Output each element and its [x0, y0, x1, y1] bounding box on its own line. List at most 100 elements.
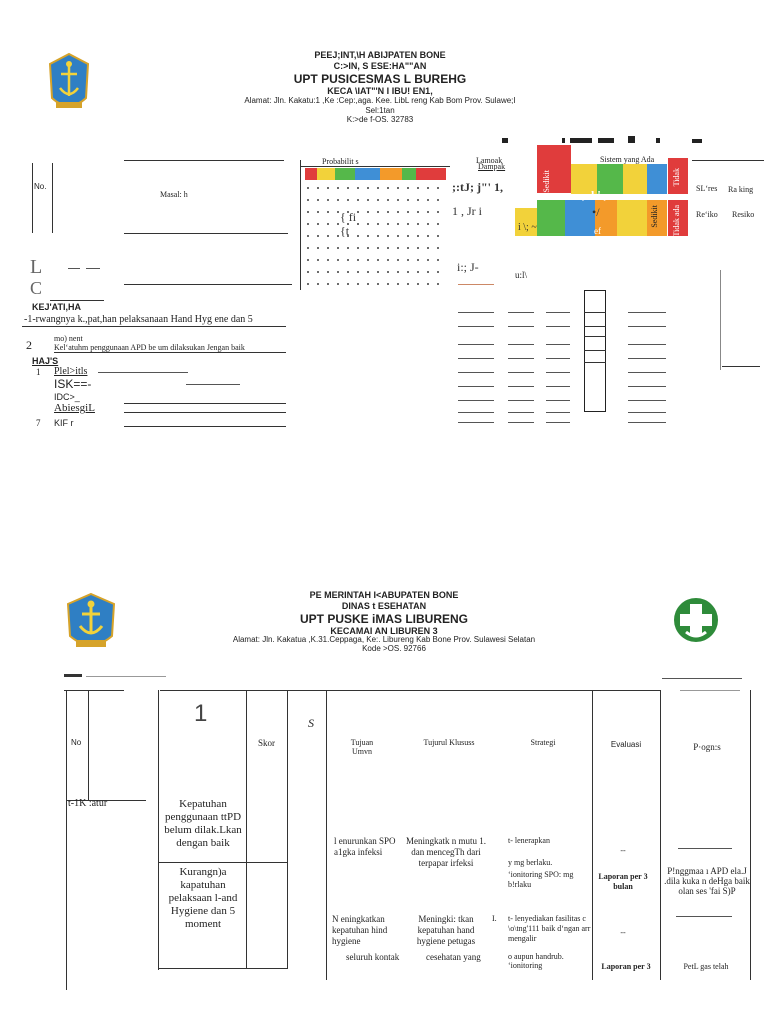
col-no-header: No. [34, 182, 47, 191]
table-border [750, 690, 751, 980]
scan-text: i \; ~ [518, 222, 537, 233]
bottom-header-postcode: Kode >OS. 92766 [362, 644, 426, 653]
col-probabilitas-header: Probabilit s [322, 157, 359, 166]
regency-emblem-icon [64, 592, 118, 654]
dash-mark: -- [620, 846, 626, 855]
scan-text: {t [340, 224, 350, 238]
dash [68, 268, 80, 269]
heat-cell [668, 200, 688, 236]
haji-num: 1 [36, 367, 41, 377]
row1-strategi-b: y mg berlaku. [508, 858, 553, 867]
table-border [720, 270, 721, 370]
table-border [52, 163, 53, 233]
col-tujuan-umum-header: Tujuan Umvn [350, 738, 374, 756]
heat-cell [317, 168, 335, 180]
scan-text: u:l\ [515, 270, 528, 280]
haji-item: ISK==- [54, 377, 92, 391]
table-rule [692, 160, 764, 161]
mark [656, 138, 660, 143]
table-rule [124, 233, 288, 234]
bottom-header-line-2: DINAS t ESEHATAN [341, 601, 427, 611]
row2-tujuan-umum: N eningkatkan kepatuhan hind hygiene [332, 914, 388, 946]
bottom-header-line-1: PE MERINTAH I<ABUPATEN BONE [309, 590, 459, 600]
haji-label: HAJ'S [32, 356, 59, 366]
scan-text: 1 , Jr i [452, 204, 482, 218]
health-cross-icon [672, 596, 720, 644]
table-rule [124, 403, 286, 404]
col-no-header: No [71, 738, 82, 747]
scan-letter: L [30, 256, 43, 278]
header-address: Alamat: Jln. Kakatu:1 ,Ke :Cep:,aga. Kee… [244, 96, 516, 105]
row3-tujuan-umum: seluruh kontak [346, 952, 400, 962]
table-rule [64, 690, 124, 691]
heat-cell [623, 164, 647, 194]
haji-item: Plel>itls [54, 366, 88, 377]
table-rule [584, 350, 606, 351]
table-rule [124, 426, 286, 427]
mark [502, 138, 508, 143]
header-postcode: K:>de f-OS. 32783 [346, 115, 414, 124]
mark [628, 136, 635, 143]
col-s-header: S [308, 716, 314, 730]
heat-cell [597, 164, 623, 194]
table-rule [584, 362, 606, 363]
scan-text: •/ [592, 205, 600, 219]
table-border [660, 690, 661, 980]
problem-row-2-number: 2 [26, 338, 32, 352]
table-rule [584, 336, 606, 337]
row2-strategi: t- lenyediakan fasilitas c \o\tng'111 ba… [508, 914, 591, 943]
section-title: KEJ'ATI,HA [32, 302, 81, 312]
table-border [592, 690, 593, 980]
dash [186, 384, 240, 385]
header-line-1: PEEJ;INT,\H ABIJPATEN BONE [314, 50, 446, 60]
problem-row-2a: mo) nent [54, 334, 83, 343]
haji-num: 7 [36, 418, 41, 428]
row1-tujuan-umum: l enurunkan SPO a1gka infeksi [334, 836, 396, 857]
table-rule [124, 284, 292, 285]
header-address-2: Sel:1tan [365, 106, 395, 115]
dash [676, 916, 732, 917]
table-rule [160, 690, 660, 691]
col-skor-header: Skor [258, 738, 276, 748]
table-rule [22, 326, 286, 327]
haji-item: AbiesgiL [54, 402, 95, 414]
dash [678, 848, 732, 849]
heat-cell [565, 200, 595, 236]
heat-cell [515, 208, 537, 236]
row2-number: I. [492, 914, 497, 923]
dash-mark: -- [620, 928, 626, 937]
col-masalah-header: Masal: h [160, 190, 188, 199]
table-rule [584, 326, 606, 327]
heat-cell [380, 168, 402, 180]
col-big-1: 1 [194, 700, 208, 727]
col-evaluasi-header: Evaluasi [610, 740, 642, 749]
table-border [66, 690, 67, 990]
table-border [158, 690, 159, 970]
table-border [88, 690, 89, 800]
table-border [287, 690, 288, 968]
mark [570, 138, 592, 143]
table-rule [50, 300, 104, 301]
header-line-2: C:>IN, S ESE:HA""AN [333, 61, 427, 71]
dash [98, 372, 188, 373]
bottom-header-address: Alamat: Jln. Kakatua ,K.31.Ceppaga, Ke:.… [232, 635, 536, 644]
table-rule [124, 160, 284, 161]
dash [86, 268, 100, 269]
mark [692, 139, 702, 143]
heat-cell [355, 168, 380, 180]
row1-strategi-c: ‘ionitoring SPO: mg b!rlaku [508, 870, 574, 889]
col-program-header: P·ogn:s [693, 742, 721, 752]
problem-row-2b: Kelʻatuhm penggunaan APD be um dilaksuka… [54, 343, 245, 352]
table-rule [54, 352, 286, 353]
heat-cell [571, 164, 597, 194]
table-border [300, 160, 301, 290]
table-border [246, 690, 247, 968]
ranking-label-2: Ra king [728, 185, 754, 194]
problem-row-1: -1-rwangnya k.,pat,han pelaksanaan Hand … [24, 314, 253, 325]
table-rule [158, 968, 288, 969]
table-rule [287, 690, 327, 691]
haji-item: KIF r [54, 418, 74, 428]
bottom-header-line-3: UPT PUSKE iMAS LIBURENG [299, 612, 468, 626]
heat-label: Tidak [672, 168, 681, 187]
heat-cell [537, 145, 571, 193]
